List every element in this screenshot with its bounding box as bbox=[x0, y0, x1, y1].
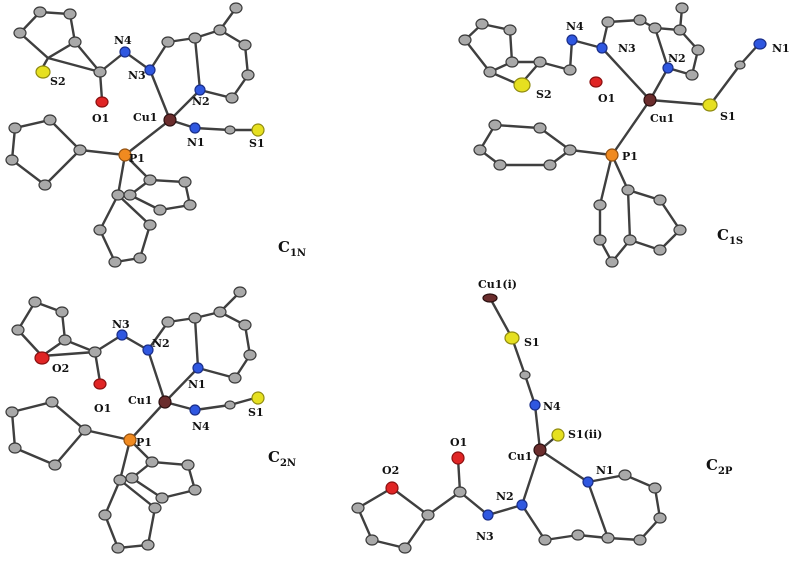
label-o1: O1 bbox=[94, 402, 111, 415]
atom-n1 bbox=[753, 38, 767, 50]
label-p1: P1 bbox=[129, 152, 145, 165]
atom-n4 bbox=[189, 404, 201, 416]
atom-n2 bbox=[662, 62, 674, 74]
atom-s1 bbox=[251, 123, 265, 137]
atom-s2 bbox=[513, 77, 531, 93]
atom-p1 bbox=[123, 433, 137, 447]
panel-c2n: N3 N2 O2 N1 O1 Cu1 S1 N4 P1 C2N bbox=[5, 286, 296, 554]
label-n4: N4 bbox=[114, 34, 132, 47]
atom-n4 bbox=[566, 34, 578, 46]
atom-p1 bbox=[118, 148, 132, 162]
atom-n4 bbox=[119, 46, 131, 58]
label-o1: O1 bbox=[450, 436, 467, 449]
label-n2: N2 bbox=[496, 490, 514, 503]
label-n3: N3 bbox=[112, 318, 130, 331]
label-n1: N1 bbox=[772, 42, 790, 55]
atom-n1 bbox=[189, 122, 201, 134]
atom-n2 bbox=[516, 499, 528, 511]
label-n2: N2 bbox=[668, 52, 686, 65]
label-n1: N1 bbox=[596, 464, 614, 477]
atom-cu1 bbox=[158, 395, 172, 409]
atom-s1 bbox=[251, 391, 265, 405]
atom-s1-ii bbox=[551, 428, 565, 442]
label-n2: N2 bbox=[152, 337, 170, 350]
atom-cu1 bbox=[533, 443, 547, 457]
label-n1: N1 bbox=[187, 136, 205, 149]
label-cu1-i: Cu1(i) bbox=[478, 278, 517, 291]
label-s1: S1 bbox=[720, 110, 736, 123]
atom-o1 bbox=[93, 378, 107, 390]
atom-o1 bbox=[95, 96, 109, 108]
atom-cu1 bbox=[643, 93, 657, 107]
atom-n1 bbox=[582, 476, 594, 488]
label-cu1: Cu1 bbox=[128, 394, 152, 407]
panel-c1n: N4 N3 S2 O1 N2 Cu1 N1 S1 P1 C1N bbox=[5, 2, 306, 268]
caption-c2n: C2N bbox=[268, 448, 296, 469]
label-o1: O1 bbox=[598, 92, 615, 105]
atom-n3 bbox=[116, 329, 128, 341]
label-n3: N3 bbox=[618, 42, 636, 55]
label-o2: O2 bbox=[382, 464, 399, 477]
label-s1-ii: S1(ii) bbox=[568, 428, 602, 441]
atom-cu1 bbox=[163, 113, 177, 127]
label-s2: S2 bbox=[536, 88, 552, 101]
atom-n3 bbox=[144, 64, 156, 76]
label-p1: P1 bbox=[622, 150, 638, 163]
atom-n1 bbox=[192, 362, 204, 374]
label-n1: N1 bbox=[188, 378, 206, 391]
label-n4: N4 bbox=[566, 20, 584, 33]
atom-n3 bbox=[596, 42, 608, 54]
atom-s2 bbox=[35, 65, 51, 79]
atom-n2 bbox=[194, 84, 206, 96]
atom-s1 bbox=[702, 98, 718, 112]
label-s1: S1 bbox=[524, 336, 540, 349]
label-cu1: Cu1 bbox=[133, 111, 157, 124]
label-cu1: Cu1 bbox=[508, 450, 532, 463]
atom-p1 bbox=[605, 148, 619, 162]
label-p1: P1 bbox=[136, 436, 152, 449]
atom-n2 bbox=[142, 344, 154, 356]
atom-cu1-i bbox=[482, 293, 498, 303]
label-n4: N4 bbox=[192, 420, 210, 433]
caption-c1s: C1S bbox=[717, 226, 743, 247]
atom-o1 bbox=[589, 76, 603, 88]
label-o2: O2 bbox=[52, 362, 69, 375]
caption-c2p: C2P bbox=[706, 456, 733, 477]
caption-c1n: C1N bbox=[278, 238, 306, 259]
atom-s1 bbox=[504, 331, 520, 345]
atom-n4 bbox=[529, 399, 541, 411]
label-s2: S2 bbox=[50, 75, 66, 88]
label-cu1: Cu1 bbox=[650, 112, 674, 125]
label-n2: N2 bbox=[192, 95, 210, 108]
atom-o2 bbox=[385, 481, 399, 495]
panel-c1s: N4 N3 N2 N1 S2 O1 Cu1 S1 P1 C1S bbox=[458, 2, 790, 268]
label-n4: N4 bbox=[543, 400, 561, 413]
label-s1: S1 bbox=[248, 406, 264, 419]
atom-o2 bbox=[34, 351, 50, 365]
label-s1: S1 bbox=[249, 137, 265, 150]
panel-c2p: Cu1(i) S1 N4 S1(ii) O1 Cu1 N1 O2 N2 N3 C… bbox=[351, 278, 733, 554]
label-n3: N3 bbox=[476, 530, 494, 543]
atom-o1 bbox=[451, 451, 465, 465]
label-n3: N3 bbox=[128, 69, 146, 82]
atom-n3 bbox=[482, 509, 494, 521]
label-o1: O1 bbox=[92, 112, 109, 125]
